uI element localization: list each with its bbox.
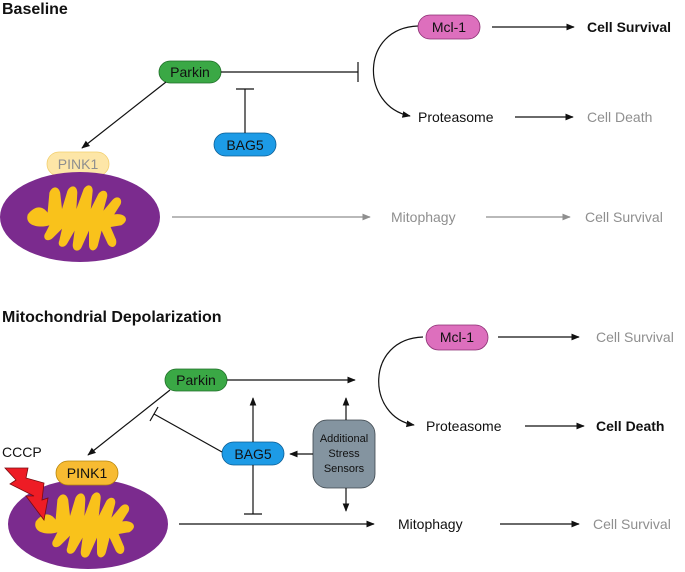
depol-parkin-to-pink1-arrow bbox=[87, 389, 171, 456]
depol-mitophagy-outcome: Cell Survival bbox=[593, 516, 671, 532]
baseline-mcl1-label: Mcl-1 bbox=[432, 19, 466, 35]
baseline-mcl1-node: Mcl-1 bbox=[417, 14, 481, 40]
depol-mitophagy-label: Mitophagy bbox=[398, 516, 463, 532]
baseline-bag5-node: BAG5 bbox=[213, 132, 277, 157]
depol-mcl1-pill bbox=[425, 324, 489, 351]
depol-mcl1-node: Mcl-1 bbox=[425, 324, 489, 351]
depol-stress-line2: Stress bbox=[328, 448, 360, 460]
depol-pink1-pill bbox=[55, 460, 119, 486]
depol-stress-line1: Additional bbox=[320, 433, 368, 445]
depol-mcl1-outcome: Cell Survival bbox=[596, 329, 674, 345]
baseline-panel: Baseline Parkin BAG5 Mcl-1 Cell Survival bbox=[0, 1, 671, 262]
depol-bag5-diag-bar bbox=[149, 406, 159, 422]
baseline-parkin-to-pink1-arrow bbox=[81, 81, 167, 149]
baseline-proteasome-label: Proteasome bbox=[418, 109, 494, 125]
depol-bag5-node: BAG5 bbox=[221, 441, 285, 466]
baseline-mitophagy-label: Mitophagy bbox=[391, 209, 456, 225]
baseline-bag5-label: BAG5 bbox=[226, 137, 264, 153]
baseline-pink1-label: PINK1 bbox=[58, 156, 99, 172]
baseline-mcl1-to-proteasome-arc bbox=[372, 25, 419, 118]
baseline-parkin-label: Parkin bbox=[170, 64, 210, 80]
depol-pink1-node: PINK1 bbox=[55, 460, 119, 486]
depol-mitochondrion bbox=[8, 479, 168, 569]
lightning-icon bbox=[4, 467, 49, 521]
baseline-parkin-node: Parkin bbox=[158, 60, 222, 84]
baseline-mitochondrion bbox=[0, 172, 160, 262]
baseline-mcl1-outcome: Cell Survival bbox=[587, 19, 671, 35]
depol-cccp-label: CCCP bbox=[2, 444, 42, 460]
baseline-pink1-node: PINK1 bbox=[46, 151, 110, 177]
baseline-heading: Baseline bbox=[2, 1, 68, 18]
baseline-proteasome-outcome: Cell Death bbox=[587, 109, 652, 125]
depolarization-panel: Mitochondrial Depolarization Parkin BAG5… bbox=[2, 309, 674, 569]
depol-bag5-label: BAG5 bbox=[234, 446, 272, 462]
depol-parkin-node: Parkin bbox=[164, 368, 228, 392]
depol-proteasome-outcome: Cell Death bbox=[596, 418, 664, 434]
depol-bag5-diag-line bbox=[153, 413, 223, 453]
depol-pink1-label: PINK1 bbox=[67, 465, 108, 481]
depol-mcl1-label: Mcl-1 bbox=[440, 329, 474, 345]
depol-parkin-label: Parkin bbox=[176, 372, 216, 388]
baseline-mitophagy-outcome: Cell Survival bbox=[585, 209, 663, 225]
depol-stress-line3: Sensors bbox=[324, 463, 365, 475]
depol-mcl1-to-proteasome-arc bbox=[378, 336, 424, 428]
depol-stress-sensors-node: Additional Stress Sensors bbox=[312, 419, 376, 489]
depol-proteasome-label: Proteasome bbox=[426, 418, 502, 434]
depolarization-heading: Mitochondrial Depolarization bbox=[2, 309, 222, 326]
baseline-mcl1-pill bbox=[417, 14, 481, 40]
